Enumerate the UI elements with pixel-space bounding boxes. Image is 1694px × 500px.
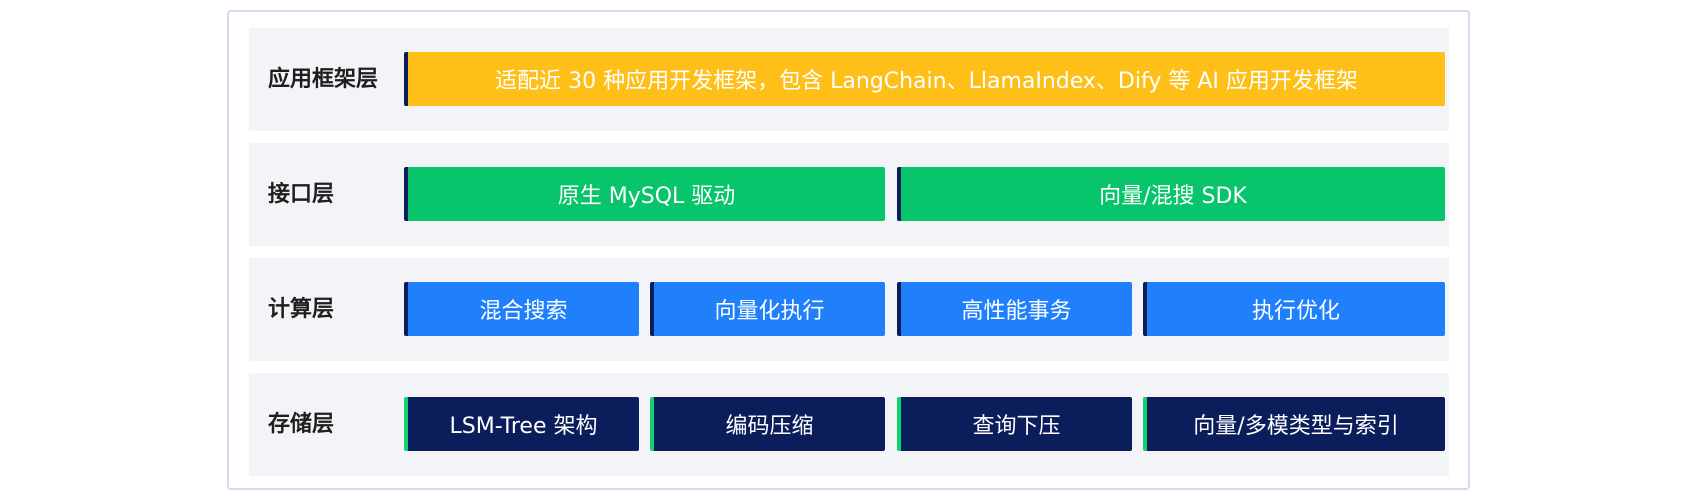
box-framework-support: 适配近 30 种应用开发框架，包含 LangChain、LlamaIndex、D… — [404, 52, 1445, 106]
box-vector-multimodal-index: 向量/多模类型与索引 — [1143, 397, 1445, 451]
box-vector-sdk: 向量/混搜 SDK — [897, 167, 1445, 221]
layer-compute: 计算层 混合搜索 向量化执行 高性能事务 执行优化 — [249, 258, 1449, 361]
box-hybrid-search: 混合搜索 — [404, 282, 639, 336]
box-mysql-driver: 原生 MySQL 驱动 — [404, 167, 885, 221]
box-query-pushdown: 查询下压 — [897, 397, 1132, 451]
box-high-performance-transactions: 高性能事务 — [897, 282, 1132, 336]
layer-label-interface: 接口层 — [268, 182, 335, 207]
box-lsm-tree: LSM-Tree 架构 — [404, 397, 639, 451]
box-execution-optimization: 执行优化 — [1143, 282, 1445, 336]
layer-label-compute: 计算层 — [268, 297, 335, 322]
layer-label-storage: 存储层 — [268, 412, 335, 437]
box-vectorized-execution: 向量化执行 — [650, 282, 885, 336]
box-encoding-compression: 编码压缩 — [650, 397, 885, 451]
layer-storage: 存储层 LSM-Tree 架构 编码压缩 查询下压 向量/多模类型与索引 — [249, 373, 1449, 476]
layer-interface: 接口层 原生 MySQL 驱动 向量/混搜 SDK — [249, 143, 1449, 246]
layer-application: 应用框架层 适配近 30 种应用开发框架，包含 LangChain、LlamaI… — [249, 28, 1449, 131]
architecture-diagram: 应用框架层 适配近 30 种应用开发框架，包含 LangChain、LlamaI… — [227, 10, 1470, 490]
layer-label-application: 应用框架层 — [268, 67, 379, 92]
